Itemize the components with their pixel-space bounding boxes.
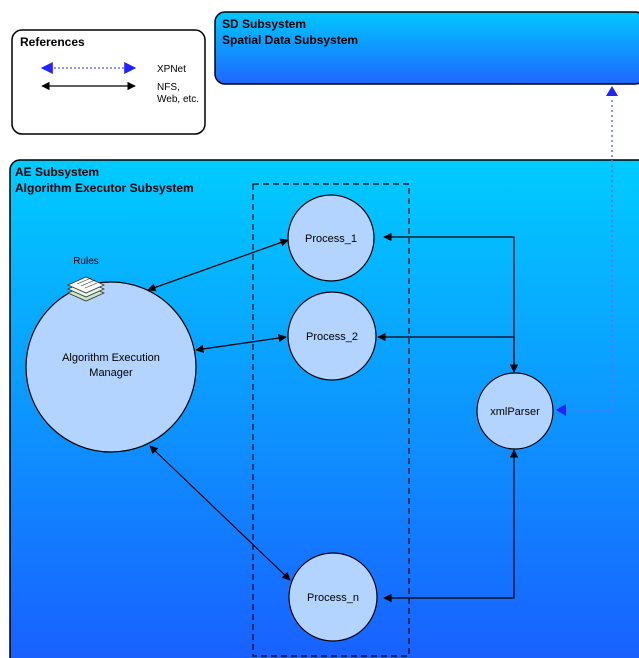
connections (147, 232, 519, 603)
references-legend: References XPNet NFS, Web, etc. (11, 29, 206, 135)
process-group-boundary (252, 183, 410, 657)
nfs-legend-label-cont: Web, etc. (157, 94, 199, 105)
xml-parser-label: xmlParser (490, 406, 540, 418)
sd-subsystem-box: SD Subsystem Spatial Data Subsystem (214, 11, 639, 85)
process-n-node[interactable]: Process_n (288, 552, 378, 642)
manager-process2-link (195, 333, 287, 354)
xpnet-arrowhead-up (606, 86, 618, 96)
process-2-label: Process_2 (306, 331, 358, 343)
manager-processn-link (149, 445, 291, 581)
process-2-node[interactable]: Process_2 (287, 291, 377, 381)
process2-xmlparser-link (377, 332, 515, 372)
sd-subsystem-title: SD Subsystem (222, 17, 306, 31)
processn-xmlparser-link (383, 449, 519, 603)
xml-parser-node[interactable]: xmlParser (476, 372, 554, 450)
rules-document-icon: Rules (67, 256, 105, 302)
xpnet-legend-label: XPNet (157, 64, 186, 75)
rules-label: Rules (73, 256, 99, 267)
manager-process1-link (147, 238, 289, 292)
references-title: References (20, 35, 85, 49)
algorithm-execution-manager-node[interactable]: Algorithm Execution Manager (25, 281, 197, 453)
ae-subsystem-title: AE Subsystem (15, 165, 99, 179)
xpnet-connection (556, 86, 618, 416)
sd-subsystem-subtitle: Spatial Data Subsystem (222, 33, 358, 47)
manager-label-line1: Algorithm Execution (62, 352, 160, 364)
manager-label-line2: Manager (89, 367, 133, 379)
process1-xmlparser-link (383, 232, 519, 373)
process-1-label: Process_1 (305, 233, 357, 245)
nfs-legend-label: NFS, (157, 82, 180, 93)
ae-subsystem-subtitle: Algorithm Executor Subsystem (15, 181, 194, 195)
xpnet-arrowhead-left (556, 404, 566, 416)
process-n-label: Process_n (307, 592, 359, 604)
process-1-node[interactable]: Process_1 (287, 194, 375, 282)
